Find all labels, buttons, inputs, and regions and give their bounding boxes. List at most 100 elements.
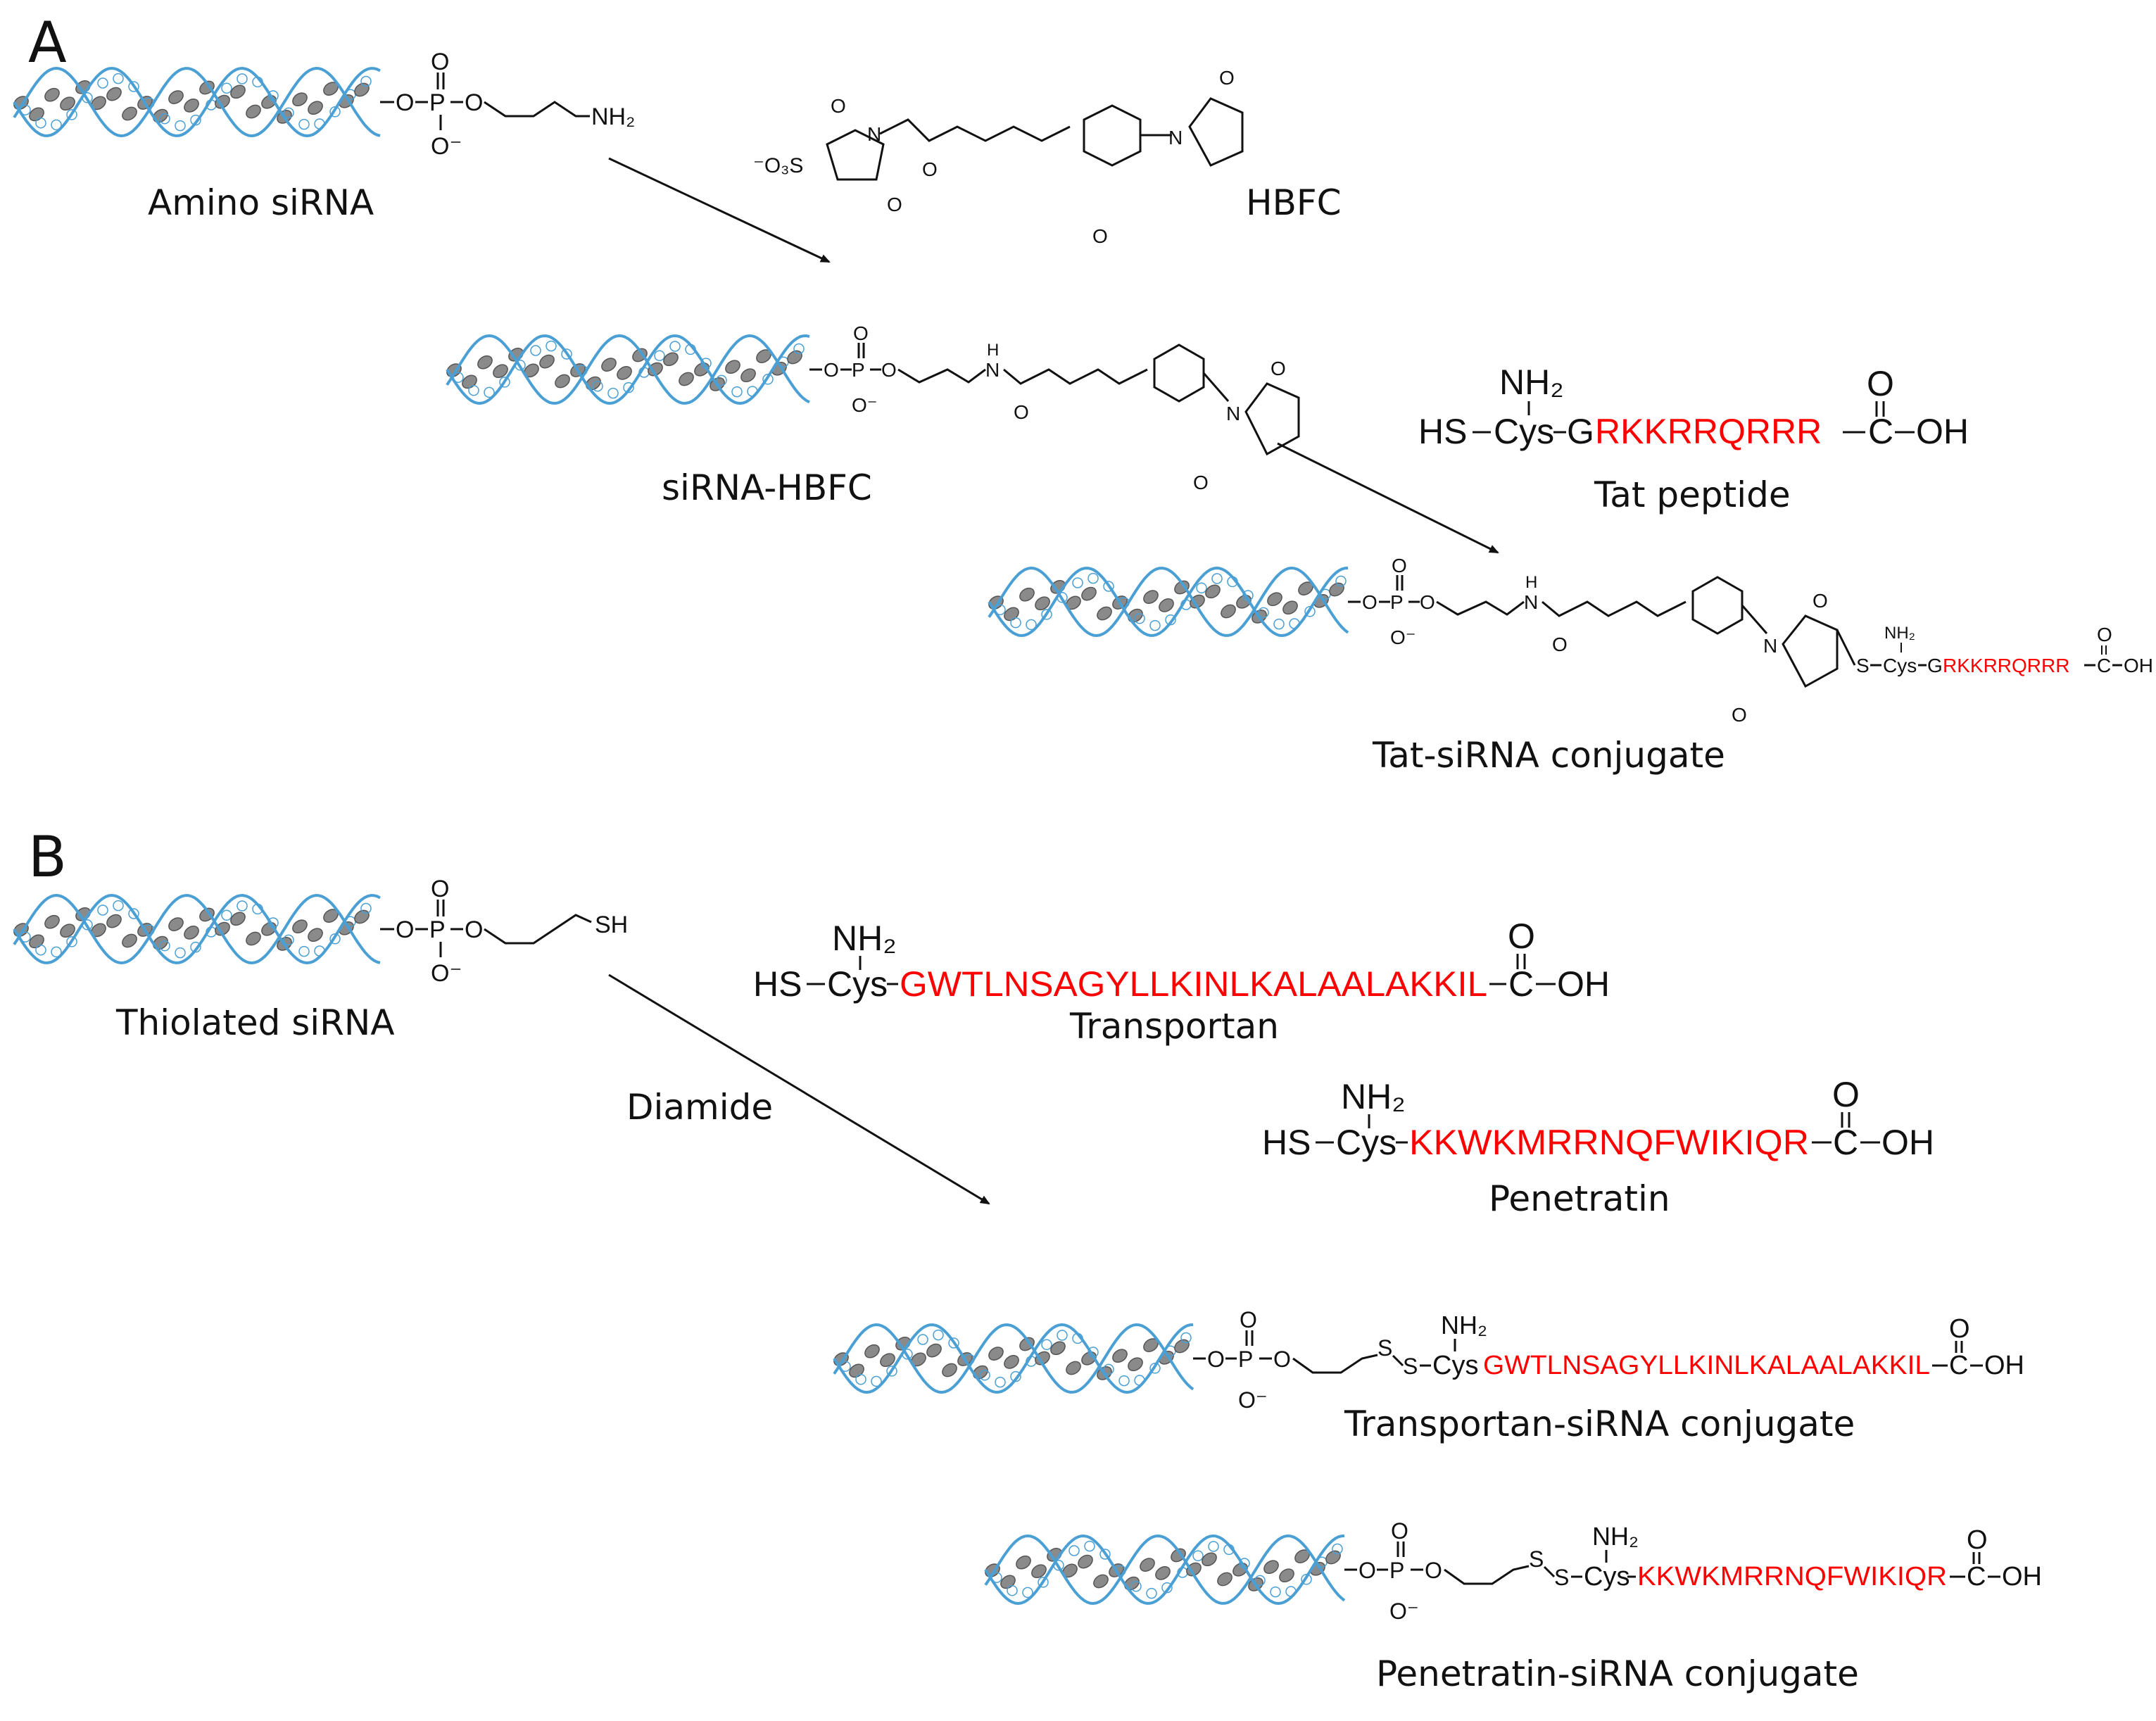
nucleotide-base xyxy=(849,1363,864,1378)
nucleotide-base xyxy=(1263,1560,1279,1575)
backbone-sugar xyxy=(1149,619,1161,631)
svg-text:RKKRRQRRR: RKKRRQRRR xyxy=(1943,655,2069,676)
backbone-sugar xyxy=(113,900,124,912)
backbone-sugar xyxy=(979,1369,990,1381)
svg-text:S: S xyxy=(1529,1546,1544,1572)
linker-o-top: O xyxy=(431,49,449,75)
backbone-sugar xyxy=(917,1334,928,1345)
rna-strand-sense xyxy=(446,334,810,405)
backbone-sugar xyxy=(1057,1330,1068,1341)
hbfc-label: HBFC xyxy=(1246,182,1342,223)
backbone-sugar xyxy=(1273,618,1285,630)
nucleotide-base xyxy=(539,354,555,369)
backbone-sugar xyxy=(546,340,557,352)
svg-text:O: O xyxy=(1552,633,1568,655)
linker-o-minus: O⁻ xyxy=(431,133,462,160)
sirna-hbfc-linker: O P O O⁻ O N H O N O O xyxy=(809,322,1300,493)
backbone-sugar xyxy=(1010,617,1021,629)
svg-text:NH₂: NH₂ xyxy=(832,919,897,958)
svg-text:P: P xyxy=(429,916,446,943)
backbone-sugar xyxy=(1130,1580,1142,1592)
tat-c: C xyxy=(1868,412,1893,451)
sirna-helix-tat-conjugate xyxy=(988,566,1349,638)
svg-text:O: O xyxy=(1732,704,1747,726)
svg-text:OH: OH xyxy=(1557,964,1610,1004)
nucleotide-base xyxy=(864,1344,880,1358)
backbone-sugar xyxy=(468,384,479,396)
svg-text:S: S xyxy=(1378,1335,1392,1361)
backbone-sugar xyxy=(1134,612,1145,624)
backbone-sugar xyxy=(654,350,665,362)
backbone-sugar xyxy=(1103,581,1114,592)
svg-text:O: O xyxy=(465,916,483,943)
nucleotide-base xyxy=(1004,607,1019,622)
svg-text:NH₂: NH₂ xyxy=(1441,1311,1487,1339)
nucleotide-base xyxy=(1205,584,1221,599)
backbone-sugar xyxy=(1022,1587,1033,1599)
backbone-sugar xyxy=(499,377,510,388)
nucleotide-base xyxy=(1282,600,1298,615)
backbone-sugar xyxy=(237,900,248,912)
backbone-sugar xyxy=(35,944,46,956)
backbone-sugar xyxy=(1041,1339,1052,1351)
nucleotide-base xyxy=(555,374,570,389)
hbfc-o-top: O xyxy=(831,95,846,117)
nucleotide-base xyxy=(725,360,740,374)
backbone-sugar xyxy=(886,1366,897,1377)
sirna-helix-transportan-conjugate xyxy=(833,1323,1194,1394)
tat-peptide-label: Tat peptide xyxy=(1594,474,1791,515)
tat-cys: Cys xyxy=(1494,412,1554,451)
svg-text:C: C xyxy=(1833,1123,1858,1162)
penetratin-conjugate-linker: O P O O⁻ O S S Cys NH₂ KKWKMRRNQFWIKIQR … xyxy=(1344,1518,2042,1624)
nucleotide-base xyxy=(44,914,60,929)
backbone-sugar xyxy=(1007,1584,1018,1596)
backbone-sugar xyxy=(298,945,310,957)
nucleotide-base xyxy=(106,914,122,928)
backbone-sugar xyxy=(360,902,372,914)
nucleotide-base xyxy=(1004,1355,1019,1369)
nucleotide-base xyxy=(477,355,493,370)
svg-text:O: O xyxy=(1967,1525,1988,1555)
svg-text:C: C xyxy=(1949,1351,1968,1380)
diamide-label: Diamide xyxy=(626,1087,773,1128)
svg-text:N: N xyxy=(1524,591,1538,613)
nucleotide-base xyxy=(648,362,663,377)
backbone-sugar xyxy=(855,1373,866,1385)
backbone-sugar xyxy=(1088,572,1099,584)
rna-strand-sense xyxy=(833,1323,1194,1394)
nucleotide-base xyxy=(663,352,679,367)
nucleotide-base xyxy=(1000,1575,1016,1589)
reaction-arrow-a1 xyxy=(608,157,831,263)
nucleotide-base xyxy=(988,1347,1004,1361)
nucleotide-base xyxy=(1050,1341,1066,1356)
svg-text:O⁻: O⁻ xyxy=(431,960,462,987)
panel-b-letter: B xyxy=(28,824,67,890)
nucleotide-base xyxy=(1217,1572,1233,1587)
backbone-sugar xyxy=(793,343,805,355)
backbone-sugar xyxy=(51,946,62,958)
phosphate-linker-thiol: O P O O⁻ O SH xyxy=(380,876,628,987)
nucleotide-base xyxy=(168,90,184,104)
backbone-sugar xyxy=(530,345,541,356)
backbone-sugar xyxy=(360,75,372,87)
nucleotide-base xyxy=(168,917,184,931)
backbone-sugar xyxy=(731,386,743,398)
backbone-sugar xyxy=(221,909,232,921)
nucleotide-base xyxy=(230,84,246,99)
nucleotide-base xyxy=(1279,1568,1294,1583)
rna-strand-sense xyxy=(13,66,381,138)
backbone-sugar xyxy=(97,904,108,916)
nucleotide-base xyxy=(1112,1349,1128,1363)
svg-text:O⁻: O⁻ xyxy=(852,394,878,416)
svg-text:G: G xyxy=(1927,655,1943,676)
svg-text:HS: HS xyxy=(753,964,802,1004)
svg-text:Cys: Cys xyxy=(1883,655,1917,676)
nucleotide-base xyxy=(1081,586,1097,601)
thiolated-sirna-label: Thiolated siRNA xyxy=(115,1002,395,1043)
svg-text:OH: OH xyxy=(1881,1123,1934,1162)
svg-text:O: O xyxy=(1193,472,1209,493)
nucleotide-base xyxy=(215,94,230,109)
sirna-helix-thiolated xyxy=(13,893,381,965)
penetratin-structure: NH₂ HS Cys KKWKMRRNQFWIKIQR C O OH xyxy=(1262,1075,1934,1162)
backbone-sugar xyxy=(592,380,603,392)
